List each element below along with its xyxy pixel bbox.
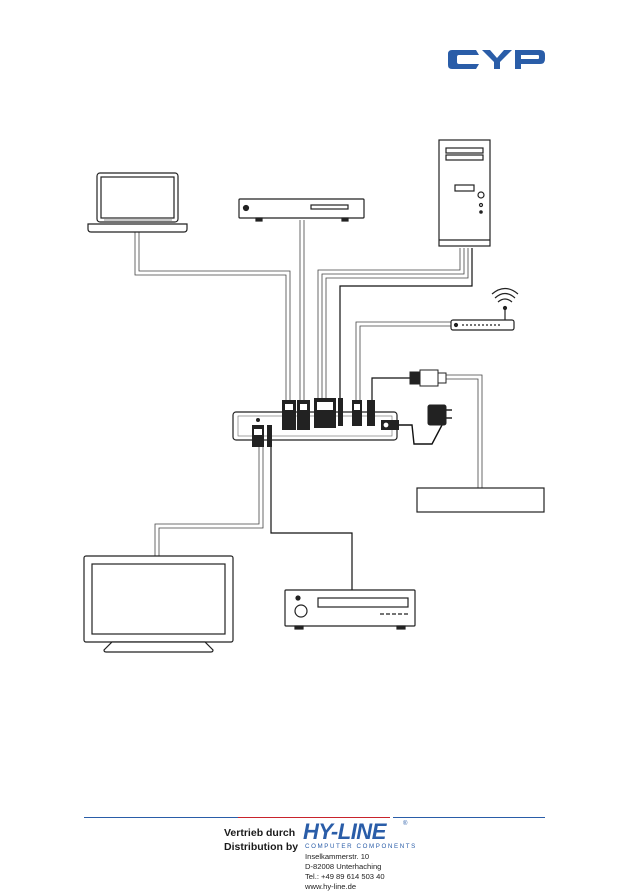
- tv-icon: [83, 555, 234, 653]
- power-adapter-icon: [427, 404, 452, 426]
- cables: [134, 220, 483, 590]
- footer-divider-middle: [238, 817, 390, 818]
- hyline-registered-mark: ®: [403, 821, 408, 827]
- hyline-subtitle: COMPUTER COMPONENTS: [305, 843, 417, 850]
- rs232-connector-icon: [409, 369, 447, 387]
- main-switcher-device: [232, 398, 399, 447]
- bluray-player-icon: [238, 198, 365, 222]
- website-link[interactable]: www.hy-line.de: [305, 882, 357, 891]
- footer-divider-right: [393, 817, 545, 818]
- phone-number: Tel.: +49 89 614 503 40: [305, 872, 385, 881]
- router-icon: [450, 287, 519, 331]
- av-receiver-icon: [284, 589, 416, 630]
- distribution-label: Vertrieb durch Distribution by: [224, 826, 304, 854]
- hyline-logo: HY-LINE: [303, 819, 386, 844]
- laptop-icon: [87, 172, 188, 233]
- pc-tower-icon: [438, 139, 491, 247]
- address-street: Inselkammerstr. 10: [305, 852, 370, 861]
- cyp-logo: [448, 50, 545, 69]
- distribution-line-german: Vertrieb durch: [224, 827, 296, 839]
- distribution-line-english: Distribution by: [224, 841, 299, 853]
- address-city: D-82008 Unterhaching: [305, 862, 382, 871]
- footer-divider-left: [84, 817, 238, 818]
- control-system-icon: [416, 487, 545, 513]
